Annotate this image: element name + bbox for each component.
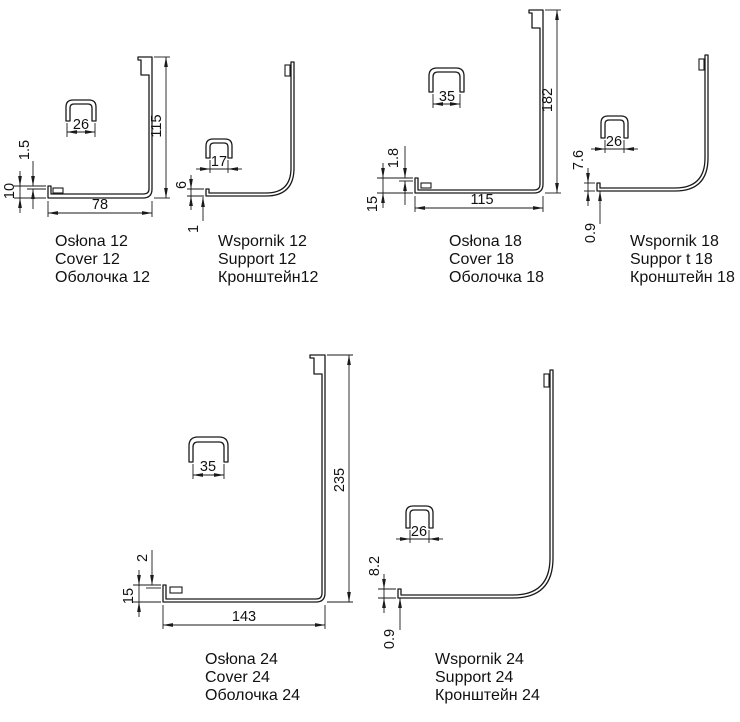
caption-en: Cover 18 (449, 251, 514, 268)
cover-profile-outline (162, 354, 326, 603)
dim-thickness-label: 1.8 (386, 148, 402, 168)
figure-oslona-18: 182 115 1.8 15 35 Osłona 18 (365, 9, 561, 286)
figure-wspornik-24: 26 8.2 0.9 Wspornik 24 Support 24 Кроншт… (367, 369, 554, 704)
mounting-clip (188, 436, 229, 463)
clip-slot-detail (169, 586, 183, 594)
edge-detail (698, 58, 705, 71)
caption-ru: Оболочка 18 (449, 269, 544, 286)
dim-height-label: 182 (540, 88, 556, 112)
dim-clip-label: 26 (73, 117, 89, 133)
caption-en: Cover 24 (205, 669, 270, 686)
caption-en: Support 24 (435, 669, 513, 686)
dim-width-label: 78 (92, 197, 108, 213)
caption-en: Cover 12 (55, 251, 120, 268)
dim-clip-label: 35 (200, 459, 216, 475)
figure-wspornik-12: 17 6 1 Wspornik 12 Support 12 Кронштейн1… (174, 61, 319, 286)
dim-lip-label: 15 (121, 588, 137, 604)
support-profile-outline (596, 54, 709, 192)
dimension-width: 143 (162, 605, 326, 629)
dimension-width: 78 (47, 197, 153, 217)
cover-profile-outline (414, 9, 544, 194)
dimension-thickness: 1 (186, 196, 205, 233)
dim-thickness-label: 0.9 (583, 223, 599, 243)
dim-clip-label: 17 (211, 154, 227, 170)
caption-pl: Osłona 24 (205, 651, 278, 668)
dim-lip-label: 10 (2, 183, 18, 199)
figure-wspornik-18: 26 7.6 0.9 Wspornik 18 Suppor t 18 Кронш… (571, 54, 735, 286)
support-profile-outline (205, 61, 295, 197)
dimension-thickness: 1.5 (17, 140, 46, 209)
dim-height-label: 115 (149, 114, 165, 137)
dimension-height: 182 (540, 9, 561, 194)
dim-lip-label: 7.6 (571, 150, 587, 170)
caption-pl: Wspornik 12 (218, 233, 307, 250)
edge-detail (543, 373, 550, 388)
dimension-lip: 15 (121, 570, 161, 617)
dimension-thickness: 2 (135, 550, 161, 589)
mounting-clip (405, 505, 434, 529)
caption-ru: Кронштейн 24 (435, 687, 540, 704)
dim-height-label: 235 (332, 468, 348, 492)
support-profile-outline (397, 369, 554, 599)
caption-en: Support 12 (218, 251, 296, 268)
caption-ru: Кронштейн12 (218, 269, 319, 286)
mounting-clip (600, 115, 629, 139)
dimension-lip: 7.6 (571, 150, 595, 206)
mounting-clip (205, 138, 233, 159)
caption-pl: Wspornik 18 (630, 233, 719, 250)
dim-thickness-label: 1.5 (17, 140, 33, 160)
figure-oslona-12: 115 78 10 1.5 26 Osłona 12 (2, 56, 170, 286)
clip-slot-detail (420, 182, 432, 189)
dimension-clip-width: 35 (432, 89, 461, 108)
caption-pl: Osłona 12 (55, 233, 128, 250)
dim-clip-label: 26 (606, 134, 622, 150)
caption-en: Suppor t 18 (630, 251, 713, 268)
dimension-thickness: 0.9 (583, 190, 602, 243)
dimension-height: 115 (149, 56, 170, 199)
mounting-clip (428, 67, 465, 93)
dim-width-label: 115 (470, 192, 493, 208)
dimension-clip-width: 26 (396, 524, 443, 543)
dimension-lip: 6 (174, 175, 204, 210)
dim-lip-label: 15 (365, 196, 381, 212)
dimension-clip-width: 26 (66, 117, 96, 137)
dimension-thickness: 0.9 (382, 597, 402, 649)
dim-thickness-label: 1 (186, 225, 202, 233)
dim-clip-label: 26 (411, 524, 427, 540)
dimension-width: 115 (414, 192, 544, 212)
dimension-clip-width: 26 (591, 134, 638, 153)
figure-oslona-24: 235 143 2 15 35 Osłona 24 Cover (121, 354, 353, 704)
mounting-clip (65, 99, 97, 122)
dim-width-label: 143 (232, 609, 256, 625)
clip-slot-detail (52, 187, 64, 194)
dim-lip-label: 6 (174, 181, 190, 189)
dimension-thickness: 1.8 (386, 146, 413, 205)
dimension-lip: 8.2 (367, 556, 396, 613)
dimension-lip: 15 (365, 163, 413, 212)
caption-pl: Wspornik 24 (435, 651, 524, 668)
dimension-height: 235 (327, 354, 353, 603)
cover-profile-outline (47, 56, 153, 199)
dim-thickness-label: 2 (135, 554, 151, 562)
dim-clip-label: 35 (439, 89, 455, 105)
dimension-clip-width: 35 (192, 459, 225, 479)
dim-lip-label: 8.2 (367, 556, 383, 576)
caption-ru: Оболочка 12 (55, 269, 150, 286)
caption-ru: Оболочка 24 (205, 687, 300, 704)
caption-ru: Кронштейн 18 (630, 269, 735, 286)
dimension-clip-width: 17 (196, 154, 242, 173)
caption-pl: Osłona 18 (449, 233, 522, 250)
edge-detail (284, 64, 291, 77)
dim-thickness-label: 0.9 (382, 629, 398, 649)
dimension-lip: 10 (2, 171, 46, 213)
